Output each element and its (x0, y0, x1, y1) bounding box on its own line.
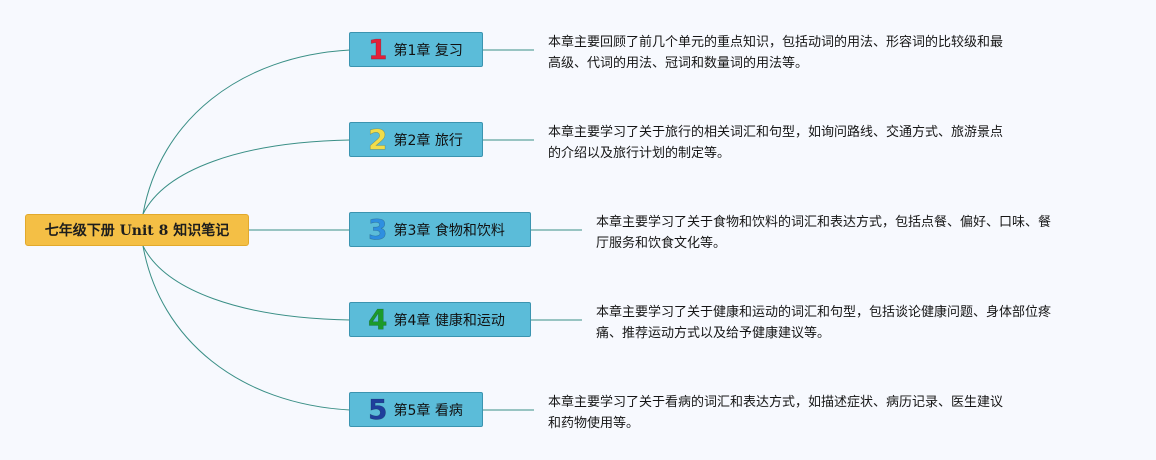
chapter-number-4: 4 (368, 302, 388, 336)
chapter-number-2: 2 (368, 122, 388, 156)
branch-line-4 (142, 245, 351, 321)
branch-line-5 (142, 245, 351, 411)
chapter-desc-2-line-1: 本章主要学习了关于旅行的相关词汇和句型，如询问路线、交通方式、旅游景点 (548, 125, 1004, 140)
chapter-label-3: 第3章 食物和饮料 (393, 222, 505, 239)
chapter-desc-5-line-1: 本章主要学习了关于看病的词汇和表达方式，如描述症状、病历记录、医生建议 (548, 395, 1004, 410)
chapter-desc-1-line-1: 本章主要回顾了前几个单元的重点知识，包括动词的用法、形容词的比较级和最 (548, 35, 1004, 50)
chapter-desc-2-line-2: 的介绍以及旅行计划的制定等。 (548, 146, 731, 161)
chapter-desc-3-line-2: 厅服务和饮食文化等。 (596, 236, 727, 251)
chapter-node-5[interactable]: 5 第5章 看病 (349, 392, 483, 427)
branch-line-1 (142, 49, 351, 215)
chapter-desc-4-line-1: 本章主要学习了关于健康和运动的词汇和句型，包括谈论健康问题、身体部位疼 (596, 305, 1052, 320)
chapter-number-3: 3 (368, 212, 388, 246)
root-title: 七年级下册 Unit 8 知识笔记 (44, 223, 230, 239)
chapter-node-3[interactable]: 3 第3章 食物和饮料 (349, 212, 531, 247)
root-topic[interactable]: 七年级下册 Unit 8 知识笔记 (25, 214, 249, 246)
chapter-desc-1: 本章主要回顾了前几个单元的重点知识，包括动词的用法、形容词的比较级和最 高级、代… (548, 32, 1003, 74)
chapter-node-2[interactable]: 2 第2章 旅行 (349, 122, 483, 157)
chapter-label-1: 第1章 复习 (393, 42, 463, 59)
chapter-node-1[interactable]: 1 第1章 复习 (349, 32, 483, 67)
chapter-label-5: 第5章 看病 (393, 402, 463, 419)
chapter-desc-4: 本章主要学习了关于健康和运动的词汇和句型，包括谈论健康问题、身体部位疼 痛、推荐… (596, 302, 1051, 344)
chapter-label-2: 第2章 旅行 (393, 132, 463, 149)
chapter-desc-5: 本章主要学习了关于看病的词汇和表达方式，如描述症状、病历记录、医生建议 和药物使… (548, 392, 1003, 434)
chapter-node-4[interactable]: 4 第4章 健康和运动 (349, 302, 531, 337)
chapter-number-5: 5 (368, 392, 388, 426)
chapter-number-1: 1 (368, 32, 388, 66)
chapter-desc-1-line-2: 高级、代词的用法、冠词和数量词的用法等。 (548, 56, 809, 71)
chapter-desc-3-line-1: 本章主要学习了关于食物和饮料的词汇和表达方式，包括点餐、偏好、口味、餐 (596, 215, 1052, 230)
chapter-label-4: 第4章 健康和运动 (393, 312, 505, 329)
chapter-desc-2: 本章主要学习了关于旅行的相关词汇和句型，如询问路线、交通方式、旅游景点 的介绍以… (548, 122, 1003, 164)
chapter-desc-5-line-2: 和药物使用等。 (548, 416, 640, 431)
chapter-desc-3: 本章主要学习了关于食物和饮料的词汇和表达方式，包括点餐、偏好、口味、餐 厅服务和… (596, 212, 1051, 254)
chapter-desc-4-line-2: 痛、推荐运动方式以及给予健康建议等。 (596, 326, 831, 341)
branch-line-2 (142, 139, 351, 215)
